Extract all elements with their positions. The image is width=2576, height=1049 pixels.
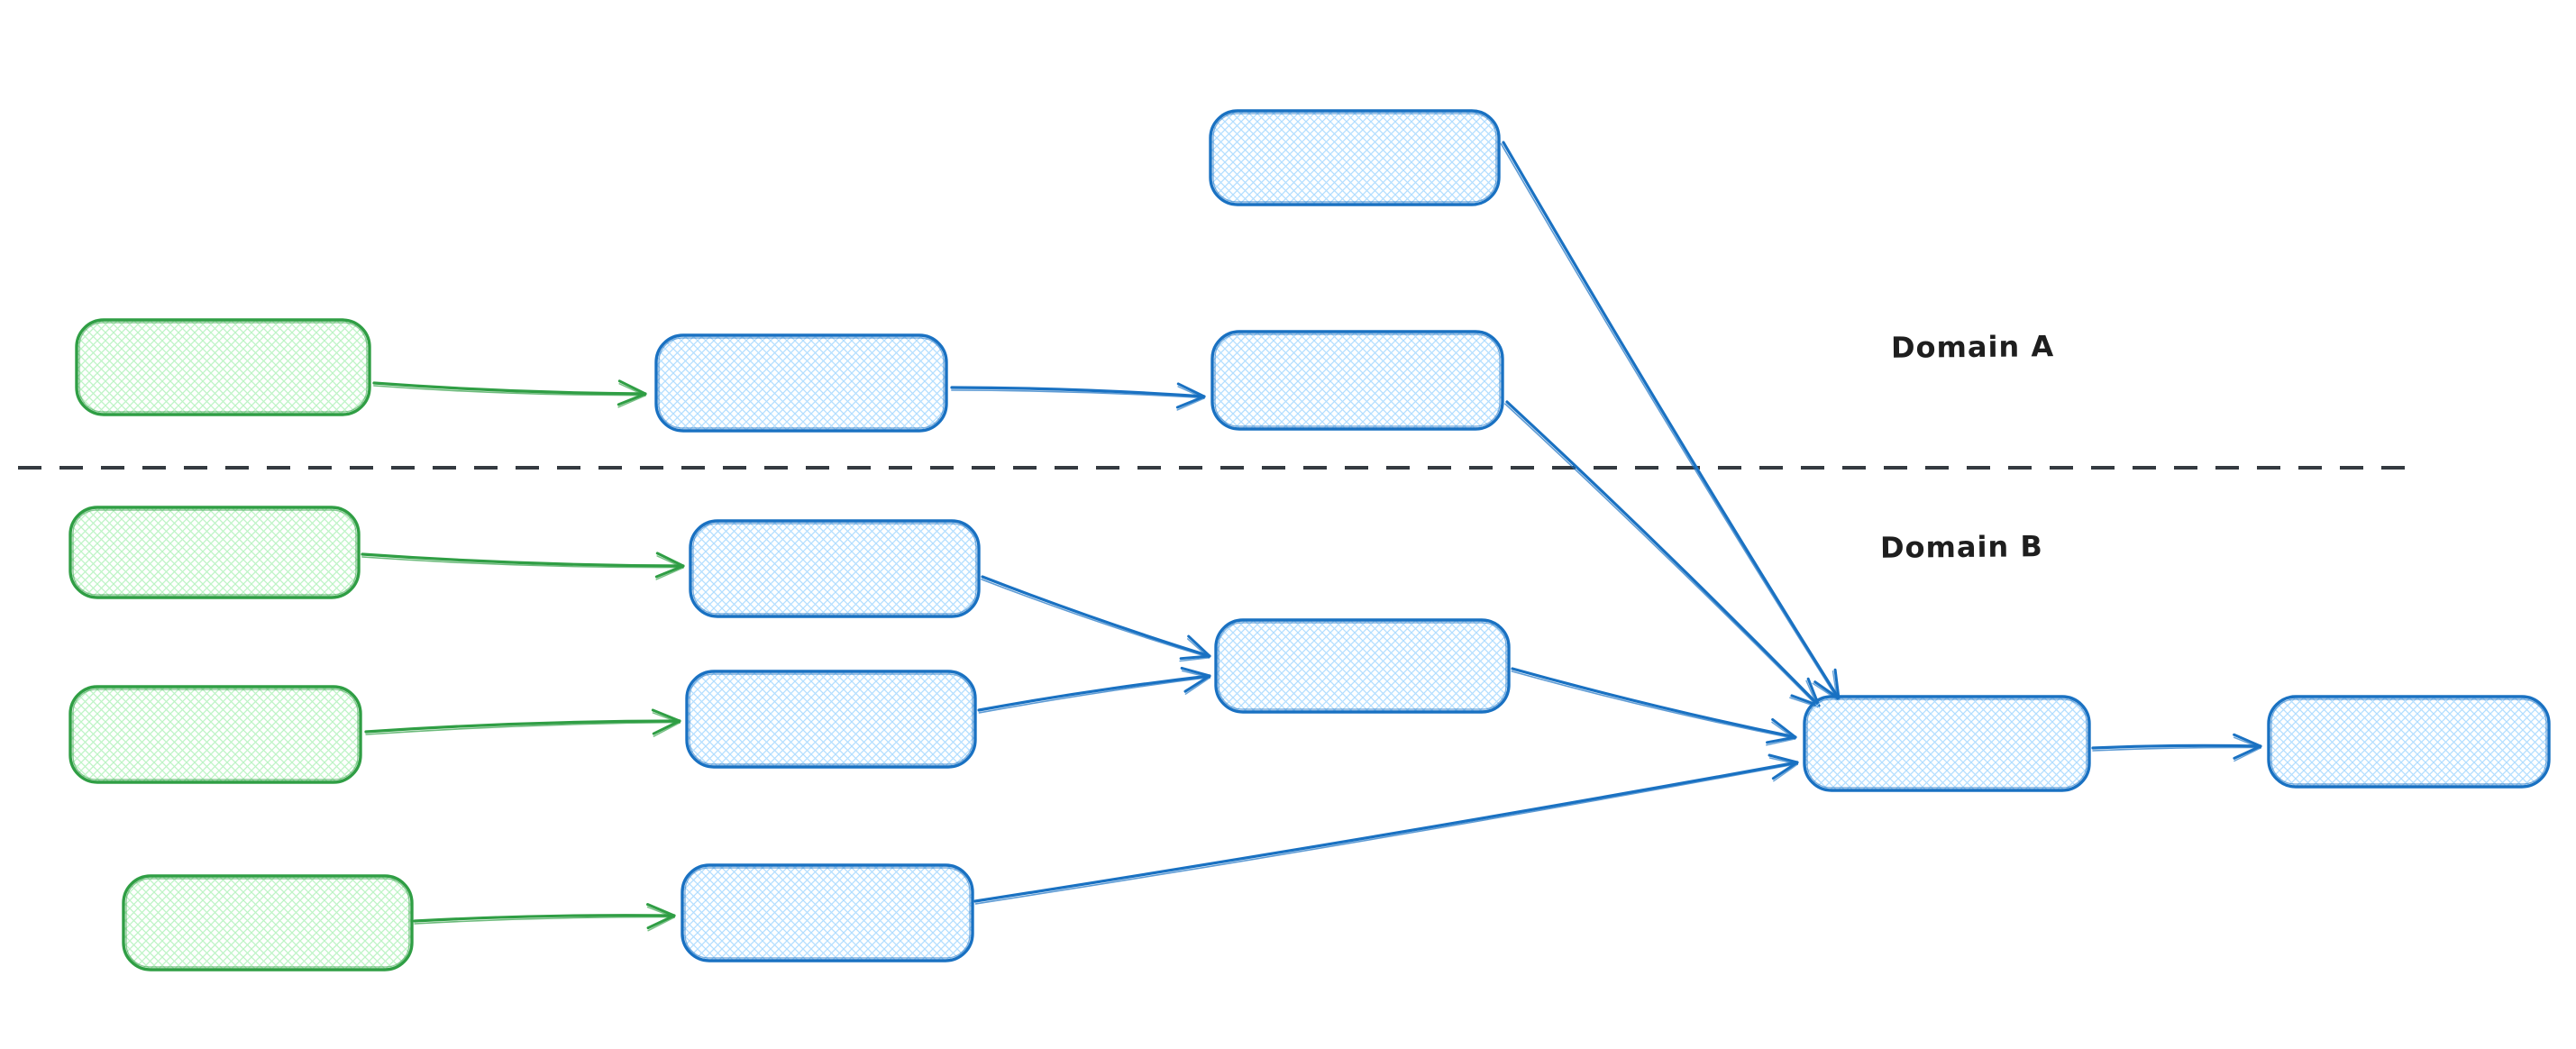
- arrow-source-b3-to-stage-b3[interactable]: [413, 903, 676, 932]
- domain-a-label: Domain A: [1890, 329, 2055, 365]
- node-stage-b3[interactable]: [681, 863, 974, 962]
- node-source-b2[interactable]: [69, 685, 362, 784]
- node-hub[interactable]: [1803, 695, 2091, 792]
- arrow-source-b1-to-stage-b1[interactable]: [361, 552, 685, 580]
- node-stage-b2[interactable]: [685, 670, 977, 769]
- node-stage-a1[interactable]: [654, 333, 948, 433]
- node-source-b1[interactable]: [69, 506, 361, 599]
- node-source-b3[interactable]: [122, 874, 414, 971]
- node-stage-a2[interactable]: [1210, 330, 1504, 431]
- node-stage-a-top[interactable]: [1209, 109, 1501, 206]
- node-output[interactable]: [2267, 695, 2551, 789]
- node-source-a[interactable]: [75, 318, 371, 416]
- arrow-stage-a1-to-stage-a2[interactable]: [950, 382, 1206, 411]
- arrow-stage-b3-to-hub[interactable]: [973, 753, 1799, 905]
- arrow-hub-to-output[interactable]: [2091, 733, 2262, 762]
- arrow-stage-b2-to-merge-b[interactable]: [977, 666, 1211, 714]
- arrow-source-a-to-stage-a1[interactable]: [372, 379, 647, 408]
- arrow-stage-a-top-to-hub[interactable]: [1500, 141, 1841, 700]
- arrow-merge-b-to-hub[interactable]: [1511, 667, 1797, 746]
- domain-b-label: Domain B: [1879, 529, 2043, 565]
- arrow-source-b2-to-stage-b2[interactable]: [364, 708, 681, 737]
- node-stage-b1[interactable]: [689, 519, 981, 618]
- node-merge-b[interactable]: [1214, 618, 1511, 714]
- arrow-stage-a2-to-hub[interactable]: [1504, 400, 1821, 708]
- arrow-stage-b1-to-merge-b[interactable]: [981, 575, 1211, 662]
